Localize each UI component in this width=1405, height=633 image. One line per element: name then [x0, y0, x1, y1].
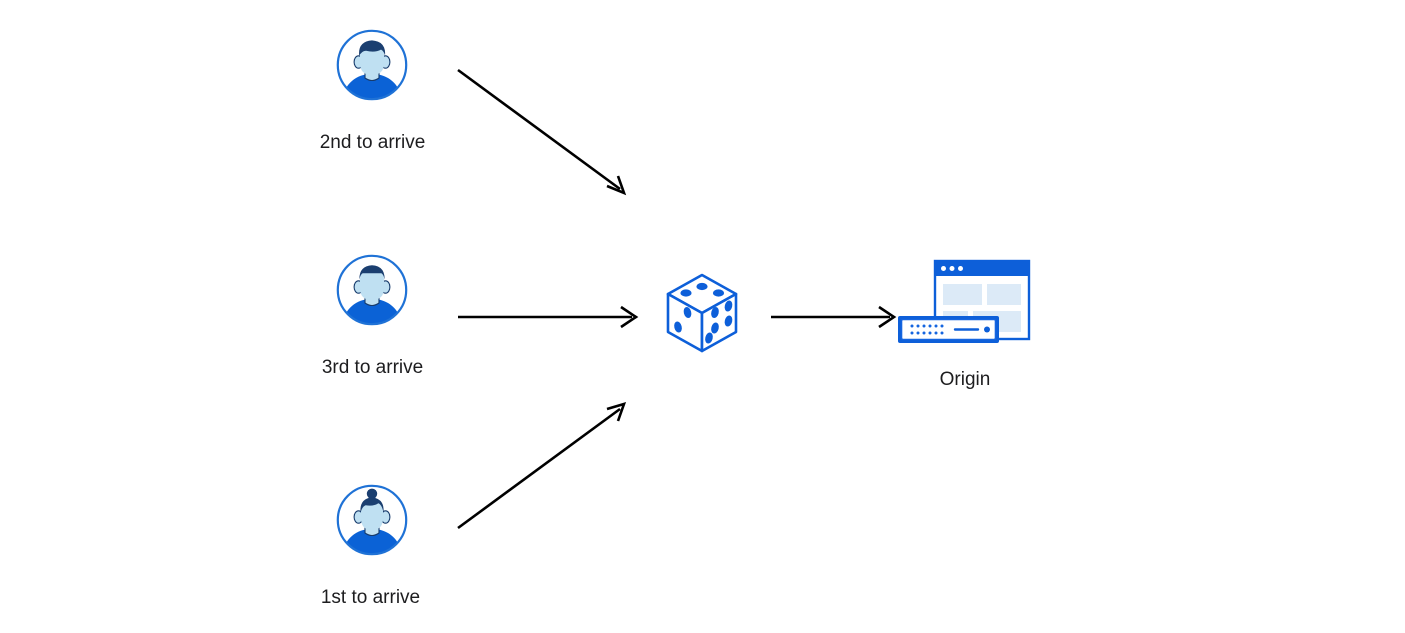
arrow-first-to-balancer: [457, 402, 627, 530]
origin-server-icon: [893, 258, 1038, 363]
user-avatar-icon: [335, 483, 409, 557]
user-avatar-icon: [335, 28, 409, 102]
arrow-second-to-balancer: [457, 68, 627, 196]
origin-label: Origin: [939, 369, 991, 390]
user-avatar-icon: [335, 253, 409, 327]
origin-node[interactable]: Origin: [893, 258, 1038, 389]
client-label-first: 1st to arrive: [320, 587, 421, 608]
arrow-third-to-balancer: [458, 305, 639, 329]
random-selector-node[interactable]: [663, 272, 741, 356]
arrow-balancer-to-origin: [771, 305, 897, 329]
client-label-second: 2nd to arrive: [319, 132, 426, 153]
dice-icon: [663, 272, 741, 356]
client-label-third: 3rd to arrive: [321, 357, 424, 378]
server-appliance: [898, 316, 999, 343]
